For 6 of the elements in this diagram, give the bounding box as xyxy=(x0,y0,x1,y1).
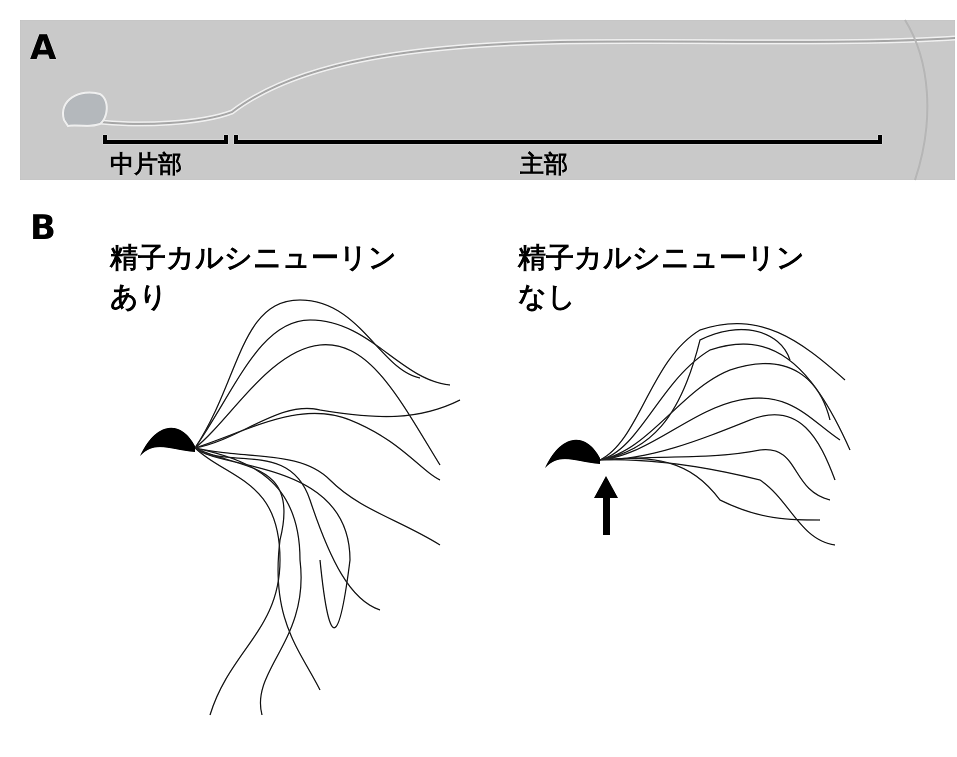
panel-letter: A xyxy=(30,28,56,68)
region-label: 主部 xyxy=(520,149,568,180)
panel-letter: B xyxy=(30,208,56,248)
region-label: 中片部 xyxy=(110,149,182,180)
condition-heading: 精子カルシニューリンあり xyxy=(110,240,398,316)
condition-heading: 精子カルシニューリンなし xyxy=(518,240,806,316)
